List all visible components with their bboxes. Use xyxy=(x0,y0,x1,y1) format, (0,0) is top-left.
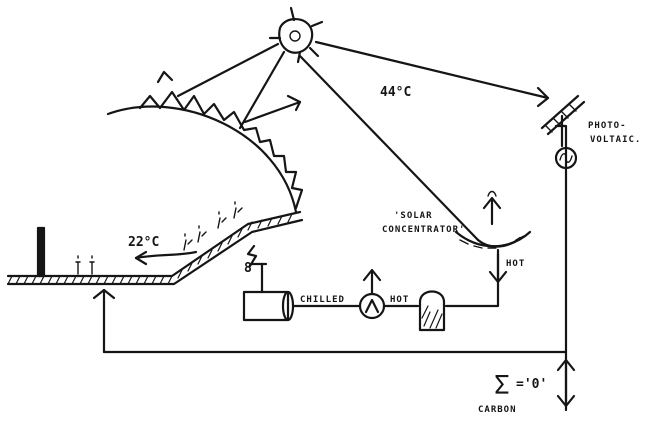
hot-down-arrow xyxy=(488,248,508,284)
solar-concentrator-label-1: 'SOLAR xyxy=(394,211,433,221)
hot-pipe-label: HOT xyxy=(390,295,409,305)
cool-air-arrow xyxy=(134,250,198,266)
sun-ray-to-concentrator xyxy=(298,54,480,242)
pump-icon xyxy=(358,268,386,320)
photovoltaic-panel xyxy=(540,94,586,148)
solar-concentrator-label-2: CONCENTRATOR' xyxy=(382,225,465,235)
sigma-symbol: Σ xyxy=(494,371,510,401)
sun-ray-reflected xyxy=(238,50,302,130)
dome-roof xyxy=(106,90,304,214)
cool-temperature-label: 22°C xyxy=(128,235,159,250)
pipe-network xyxy=(92,124,568,412)
generator-icon xyxy=(554,146,578,170)
hot-vertical-label: HOT xyxy=(506,259,525,269)
person-icons xyxy=(75,201,243,275)
carbon-label: CARBON xyxy=(478,405,517,415)
hot-storage-tank xyxy=(418,290,446,332)
sun-ray-to-photovoltaic xyxy=(314,40,550,108)
ground-section xyxy=(6,210,304,286)
solar-concentrator xyxy=(454,230,532,249)
sun-ray-to-dome xyxy=(156,42,280,98)
photovoltaic-label-1: PHOTO- xyxy=(588,121,627,131)
chiller-tank xyxy=(242,290,295,322)
sun-icon xyxy=(268,6,324,64)
chilled-label: CHILLED xyxy=(300,295,345,305)
fan-number-label: 8 xyxy=(244,261,252,276)
fan-icon xyxy=(246,244,268,294)
hot-temperature-label: 44°C xyxy=(380,85,411,100)
photovoltaic-label-2: VOLTAIC. xyxy=(590,135,641,145)
chimney-post xyxy=(36,226,46,278)
steam-up-arrow xyxy=(482,190,502,226)
zero-carbon-value: ='0' xyxy=(516,377,547,392)
carbon-double-arrow xyxy=(556,358,576,408)
